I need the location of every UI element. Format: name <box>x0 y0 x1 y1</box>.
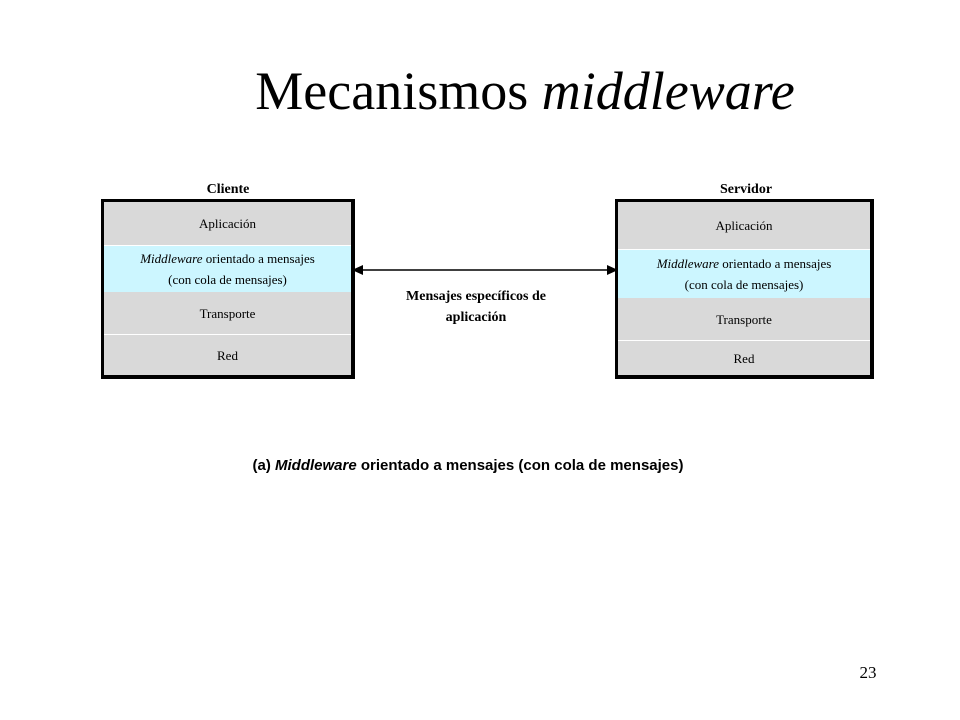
server-layer-network: Red <box>618 341 870 375</box>
client-layer-network: Red <box>104 335 351 375</box>
client-layer-separator <box>104 245 351 246</box>
bidirectional-arrow <box>352 265 618 275</box>
caption-prefix: (a) <box>252 457 275 474</box>
client-network-label: Red <box>217 347 238 363</box>
connector-label-line1: Mensajes específicos de <box>406 289 546 304</box>
client-label: Cliente <box>206 182 250 197</box>
client-middleware-italic: Middleware <box>140 251 203 266</box>
server-application-label: Aplicación <box>715 218 773 233</box>
server-middleware-line2: (con cola de mensajes) <box>684 277 804 292</box>
server-transport-label: Transporte <box>716 311 772 327</box>
figure-caption: (a) Middleware orientado a mensajes (con… <box>0 455 936 477</box>
client-layer-transport: Transporte <box>104 292 351 334</box>
server-network-label: Red <box>733 350 755 366</box>
server-layer-application: Aplicación <box>618 202 870 249</box>
title-main: Mecanismos <box>255 61 529 121</box>
client-layer-application: Aplicación <box>104 202 351 245</box>
client-middleware-line2: (con cola de mensajes) <box>168 272 287 287</box>
server-middleware-rest: orientado a mensajes <box>719 256 832 271</box>
connector-label-line2: aplicación <box>445 310 507 325</box>
client-stack: Aplicación Middleware orientado a mensaj… <box>101 199 355 379</box>
page-number: 23 <box>859 663 877 682</box>
server-stack: Aplicación Middleware orientado a mensaj… <box>615 199 874 379</box>
arrow-head-left <box>352 265 363 275</box>
server-label: Servidor <box>719 182 773 197</box>
client-middleware-rest: orientado a mensajes <box>202 251 315 266</box>
server-middleware-line1: Middleware orientado a mensajes <box>657 253 832 274</box>
server-layer-separator <box>618 340 870 341</box>
arrow-head-right <box>607 265 618 275</box>
server-layer-middleware: Middleware orientado a mensajes (con col… <box>618 250 870 298</box>
client-transport-label: Transporte <box>199 305 256 321</box>
slide-title: Mecanismos middleware <box>0 56 960 126</box>
connector-label: Mensajes específicos de aplicación <box>376 286 576 328</box>
client-application-label: Aplicación <box>198 216 257 231</box>
caption-italic: Middleware <box>275 457 357 474</box>
server-layer-separator <box>618 249 870 250</box>
client-middleware-line1: Middleware orientado a mensajes <box>140 248 315 269</box>
caption-rest: orientado a mensajes (con cola de mensaj… <box>356 457 684 474</box>
server-middleware-italic: Middleware <box>656 256 720 271</box>
title-italic: middleware <box>541 61 795 121</box>
client-layer-middleware: Middleware orientado a mensajes (con col… <box>104 246 351 292</box>
client-layer-separator <box>104 334 351 335</box>
server-layer-transport: Transporte <box>618 298 870 340</box>
